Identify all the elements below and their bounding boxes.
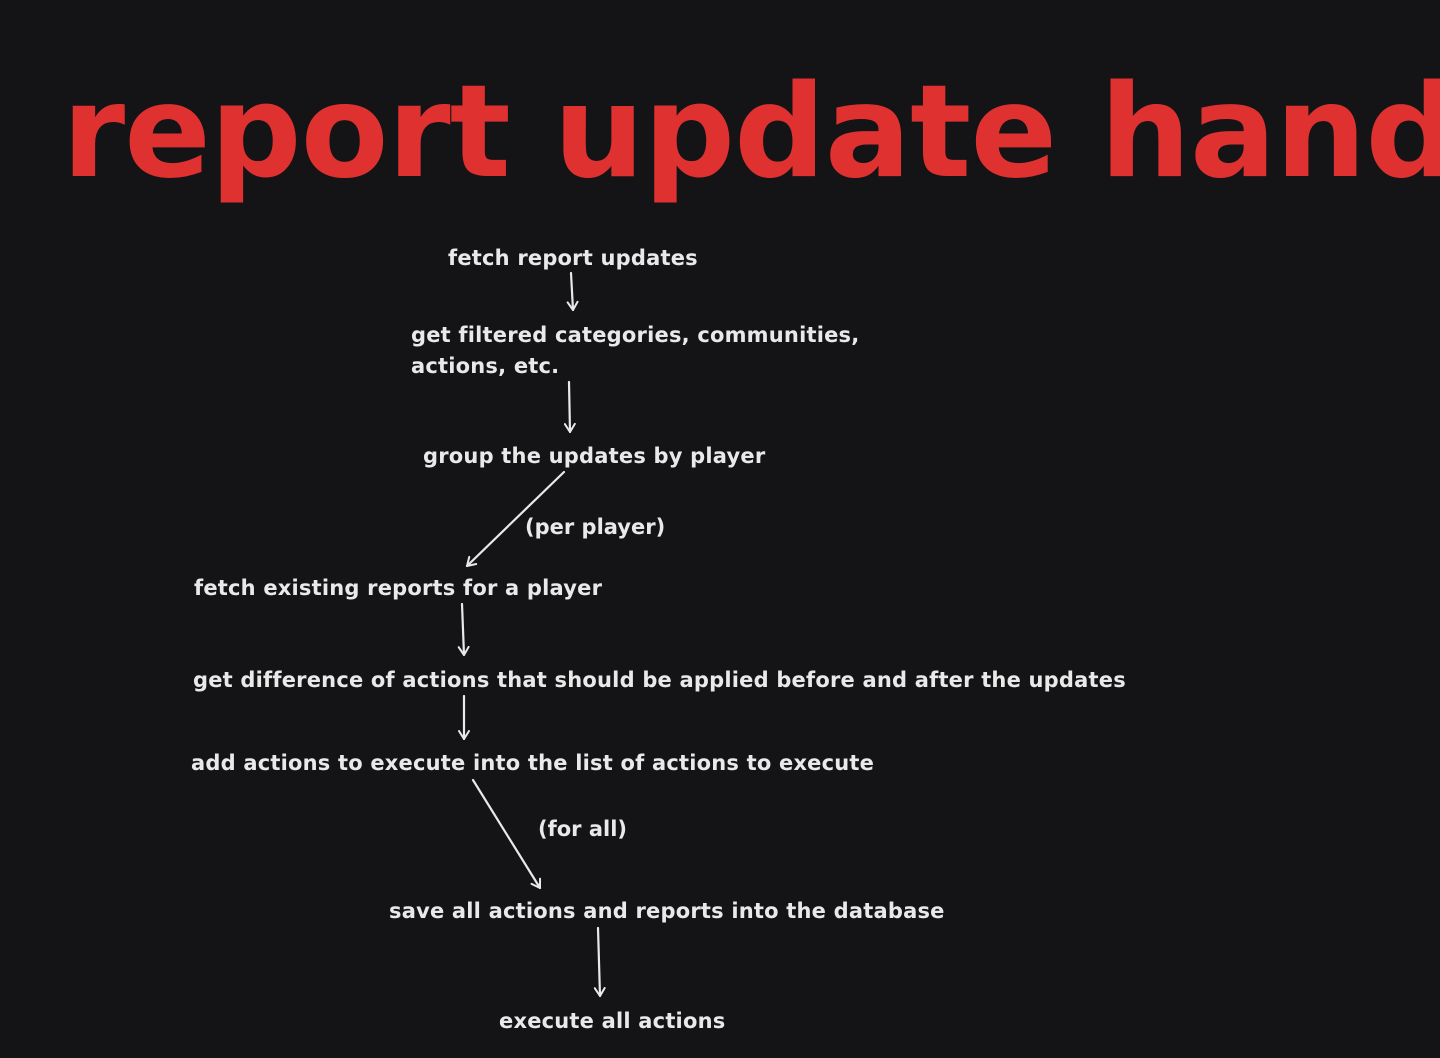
- edge-label-per-player: (per player): [525, 515, 666, 539]
- node-add-actions: add actions to execute into the list of …: [191, 751, 875, 775]
- node-fetch-existing-reports: fetch existing reports for a player: [194, 576, 603, 600]
- arrow-fetch-existing-to-difference: [457, 602, 470, 657]
- edge-label-for-all: (for all): [538, 817, 627, 841]
- node-save-all: save all actions and reports into the da…: [389, 899, 945, 923]
- diagram-title: report update handler: [62, 58, 1440, 207]
- node-get-difference: get difference of actions that should be…: [193, 668, 1126, 692]
- node-get-filtered-line1: get filtered categories, communities,: [411, 323, 860, 347]
- arrow-group-to-fetch-existing: [465, 470, 566, 568]
- node-fetch-report-updates: fetch report updates: [448, 246, 698, 270]
- arrow-filtered-to-group: [563, 380, 576, 434]
- node-get-filtered-line2: actions, etc.: [411, 354, 560, 378]
- node-group-updates: group the updates by player: [423, 444, 766, 468]
- node-get-filtered: get filtered categories, communities, ac…: [411, 320, 859, 382]
- node-execute-all: execute all actions: [499, 1009, 726, 1033]
- arrow-add-actions-to-save: [471, 778, 542, 890]
- arrow-fetch-to-filtered: [566, 271, 579, 312]
- arrow-save-to-execute: [593, 926, 606, 998]
